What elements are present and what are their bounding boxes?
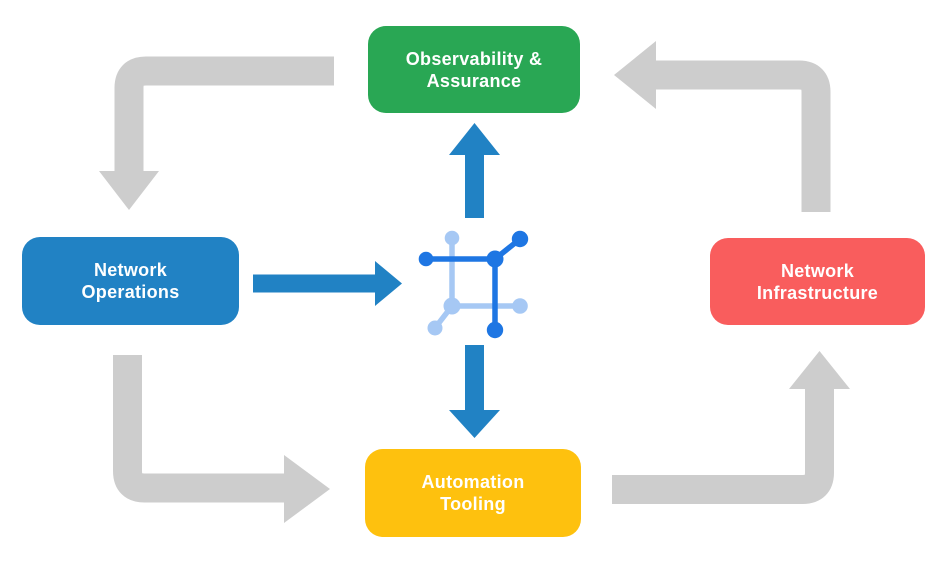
flow-arrowhead-right [284,455,330,523]
node-label-line: Assurance [426,70,522,91]
hub-icon-light-part [427,230,528,336]
network-hub-icon [418,230,529,339]
node-network-operations: Network Operations [22,237,239,325]
hub-arrow-shaft [465,154,484,218]
hub-icon-dark-part [418,230,529,339]
hub-arrowhead-right [375,261,402,306]
node-label-line: Infrastructure [756,282,879,303]
flow-arrow-shaft [113,355,285,503]
hub-arrow-operations-to-hub [253,261,402,306]
hub-arrowhead-up [449,123,500,155]
node-automation-tooling: Automation Tooling [365,449,581,537]
flow-arrowhead-left [614,41,656,109]
node-network-infrastructure: Network Infrastructure [710,238,925,325]
flow-arrow-infrastructure-to-observability [614,41,831,212]
flow-arrowhead-down [99,171,159,210]
node-label-line: Automation [421,472,525,492]
flow-arrow-shaft [656,60,831,212]
node-label-line: Network [780,260,855,281]
node-label-line: Network [93,260,168,280]
flow-arrow-observability-to-operations [99,56,334,210]
flow-arrowhead-up [789,351,850,389]
node-label-line: Operations [81,282,180,302]
flow-arrow-operations-to-automation [113,355,330,523]
flow-arrow-shaft [612,389,834,504]
hub-arrow-shaft [253,274,375,293]
hub-arrow-hub-to-observability [449,123,500,218]
hub-arrow-hub-to-automation [449,345,500,438]
node-observability-assurance: Observability & Assurance [368,26,580,113]
node-label-line: Observability & [405,48,543,69]
hub-arrowhead-down [449,410,500,438]
flow-arrow-automation-to-infrastructure [612,351,850,504]
node-label-line: Tooling [440,494,506,514]
hub-arrow-shaft [465,345,484,411]
flow-arrow-shaft [114,56,334,172]
